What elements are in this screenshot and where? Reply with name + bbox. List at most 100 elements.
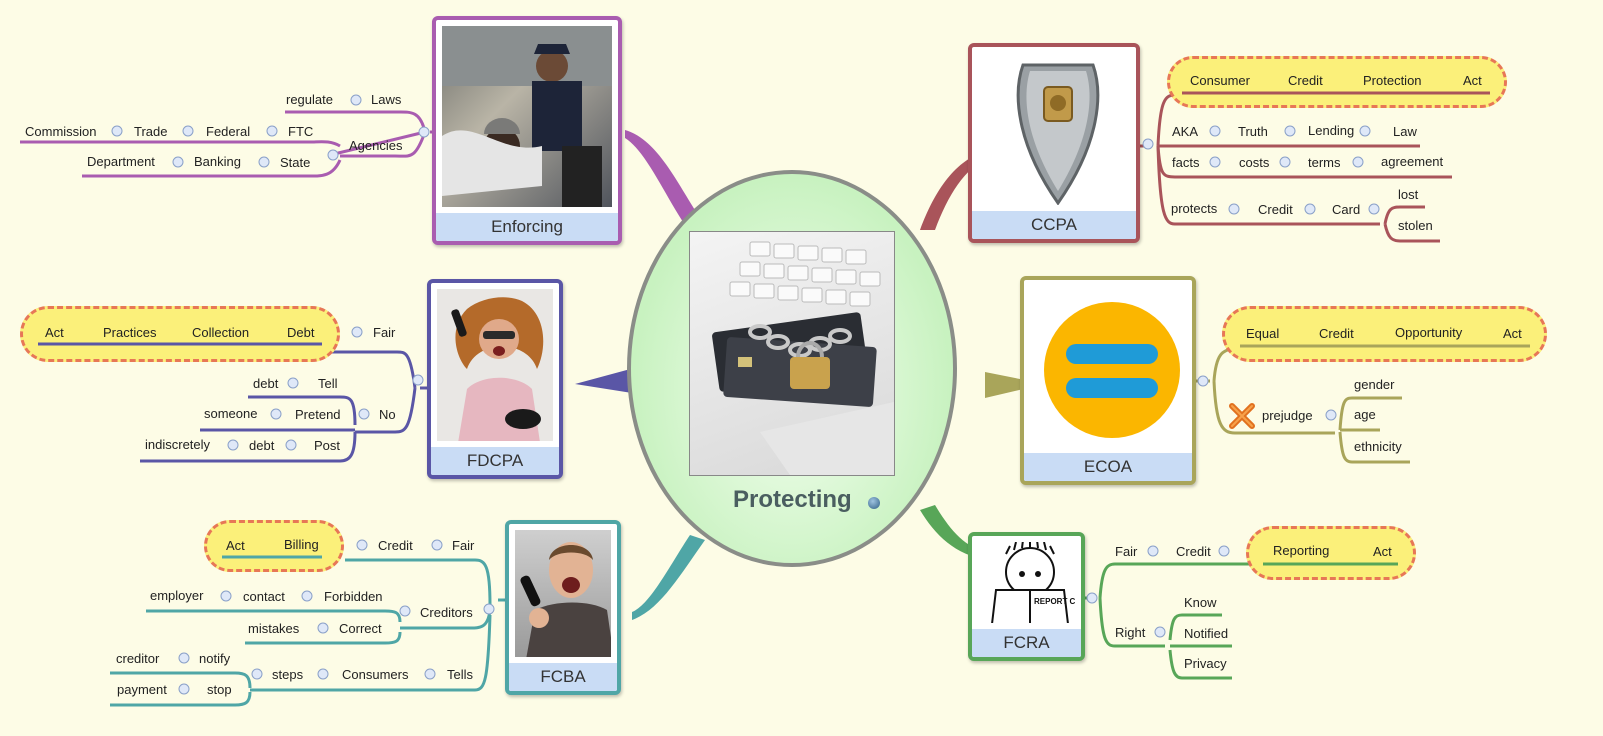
shield-picture — [978, 53, 1130, 205]
word-right[interactable]: Right — [1115, 625, 1146, 640]
word-banking[interactable]: Banking — [194, 154, 241, 169]
word-terms[interactable]: terms — [1308, 155, 1341, 170]
word-act[interactable]: Act — [226, 538, 245, 553]
word-equal[interactable]: Equal — [1246, 326, 1280, 341]
word-card[interactable]: Card — [1332, 202, 1361, 217]
police-arrest-picture — [442, 26, 612, 207]
word-federal[interactable]: Federal — [206, 124, 251, 139]
word-facts[interactable]: facts — [1172, 155, 1200, 170]
cloud-fdcpa — [20, 306, 340, 362]
word-lost[interactable]: lost — [1398, 187, 1419, 202]
word-fair[interactable]: Fair — [1115, 544, 1138, 559]
node-ccpa-caption: CCPA — [972, 211, 1136, 239]
node-fdcpa-caption: FDCPA — [431, 447, 559, 475]
word-tells[interactable]: Tells — [447, 667, 474, 682]
center-title: Protecting — [733, 486, 852, 513]
word-stop[interactable]: stop — [207, 682, 232, 697]
word-opportunity[interactable]: Opportunity — [1395, 325, 1463, 340]
word-protection[interactable]: Protection — [1363, 73, 1422, 88]
node-ecoa-caption: ECOA — [1024, 453, 1192, 481]
word-no[interactable]: No — [379, 407, 396, 422]
locked-credit-cards-picture — [712, 241, 894, 475]
cloud-ccpa — [1167, 56, 1507, 108]
word-consumers[interactable]: Consumers — [342, 667, 409, 682]
word-trade[interactable]: Trade — [134, 124, 168, 139]
word-debt-tell[interactable]: debt — [253, 376, 279, 391]
word-collection[interactable]: Collection — [192, 325, 250, 340]
word-steps[interactable]: steps — [272, 667, 304, 682]
word-regulate[interactable]: regulate — [286, 92, 333, 107]
word-debt[interactable]: Debt — [287, 325, 315, 340]
word-credit-card[interactable]: Credit — [1258, 202, 1293, 217]
cloud-fcba — [204, 520, 344, 572]
node-fcba-caption: FCBA — [509, 663, 617, 691]
word-reporting[interactable]: Reporting — [1273, 543, 1330, 558]
node-fcba[interactable]: FCBA — [505, 520, 621, 695]
word-department[interactable]: Department — [87, 154, 155, 169]
word-indiscretely[interactable]: indiscretely — [145, 437, 211, 452]
word-protects[interactable]: protects — [1171, 201, 1218, 216]
word-stolen[interactable]: stolen — [1398, 218, 1433, 233]
node-ccpa[interactable]: CCPA — [968, 43, 1140, 243]
word-privacy[interactable]: Privacy — [1184, 656, 1227, 671]
node-fcra[interactable]: REPORT CARD FCRA — [968, 532, 1085, 661]
word-aka[interactable]: AKA — [1172, 124, 1199, 139]
word-act[interactable]: Act — [1463, 73, 1482, 88]
word-truth[interactable]: Truth — [1238, 124, 1268, 139]
word-laws[interactable]: Laws — [371, 92, 402, 107]
word-payment[interactable]: payment — [117, 682, 167, 697]
word-act[interactable]: Act — [1373, 544, 1392, 559]
center-image — [689, 231, 895, 476]
word-costs[interactable]: costs — [1239, 155, 1270, 170]
word-billing[interactable]: Billing — [284, 537, 319, 552]
node-enforcing-caption: Enforcing — [436, 213, 618, 241]
node-ecoa[interactable]: ECOA — [1020, 276, 1196, 485]
word-correct[interactable]: Correct — [339, 621, 382, 636]
word-credit[interactable]: Credit — [1319, 326, 1354, 341]
word-credit[interactable]: Credit — [1288, 73, 1323, 88]
word-ethnicity[interactable]: ethnicity — [1354, 439, 1402, 454]
node-fdcpa[interactable]: FDCPA — [427, 279, 563, 479]
cloud-fcra — [1246, 526, 1416, 580]
word-commission[interactable]: Commission — [25, 124, 97, 139]
word-ftc[interactable]: FTC — [288, 124, 314, 139]
word-age[interactable]: age — [1354, 407, 1376, 422]
shouting-man-phone-picture — [515, 530, 611, 657]
cloud-ecoa — [1222, 306, 1547, 362]
word-credit[interactable]: Credit — [378, 538, 413, 553]
word-forbidden[interactable]: Forbidden — [324, 589, 383, 604]
globe-icon[interactable] — [868, 497, 880, 509]
word-agencies[interactable]: Agencies — [349, 138, 403, 153]
word-lending[interactable]: Lending — [1308, 123, 1355, 138]
word-agreement[interactable]: agreement — [1381, 154, 1444, 169]
word-credit[interactable]: Credit — [1176, 544, 1211, 559]
word-state[interactable]: State — [280, 155, 311, 170]
word-contact[interactable]: contact — [243, 589, 285, 604]
word-someone[interactable]: someone — [204, 406, 258, 421]
word-creditors[interactable]: Creditors — [420, 605, 473, 620]
screaming-woman-phone-picture — [437, 289, 553, 441]
word-employer[interactable]: employer — [150, 588, 204, 603]
word-notify[interactable]: notify — [199, 651, 231, 666]
word-fair[interactable]: Fair — [452, 538, 475, 553]
word-notified[interactable]: Notified — [1184, 626, 1229, 641]
word-practices[interactable]: Practices — [103, 325, 157, 340]
word-law[interactable]: Law — [1393, 124, 1417, 139]
word-tell[interactable]: Tell — [318, 376, 338, 391]
word-mistakes[interactable]: mistakes — [248, 621, 300, 636]
word-debt-post[interactable]: debt — [249, 438, 275, 453]
word-fair[interactable]: Fair — [373, 325, 396, 340]
cross-icon — [1228, 402, 1256, 430]
word-act[interactable]: Act — [45, 325, 64, 340]
node-enforcing[interactable]: Enforcing — [432, 16, 622, 245]
word-prejudge[interactable]: prejudge — [1262, 408, 1313, 423]
word-act[interactable]: Act — [1503, 326, 1522, 341]
equal-sign-picture — [1030, 286, 1186, 447]
word-gender[interactable]: gender — [1354, 377, 1395, 392]
word-pretend[interactable]: Pretend — [295, 407, 341, 422]
word-post[interactable]: Post — [314, 438, 341, 453]
word-know[interactable]: Know — [1184, 595, 1217, 610]
word-creditor[interactable]: creditor — [116, 651, 160, 666]
word-consumer[interactable]: Consumer — [1190, 73, 1250, 88]
